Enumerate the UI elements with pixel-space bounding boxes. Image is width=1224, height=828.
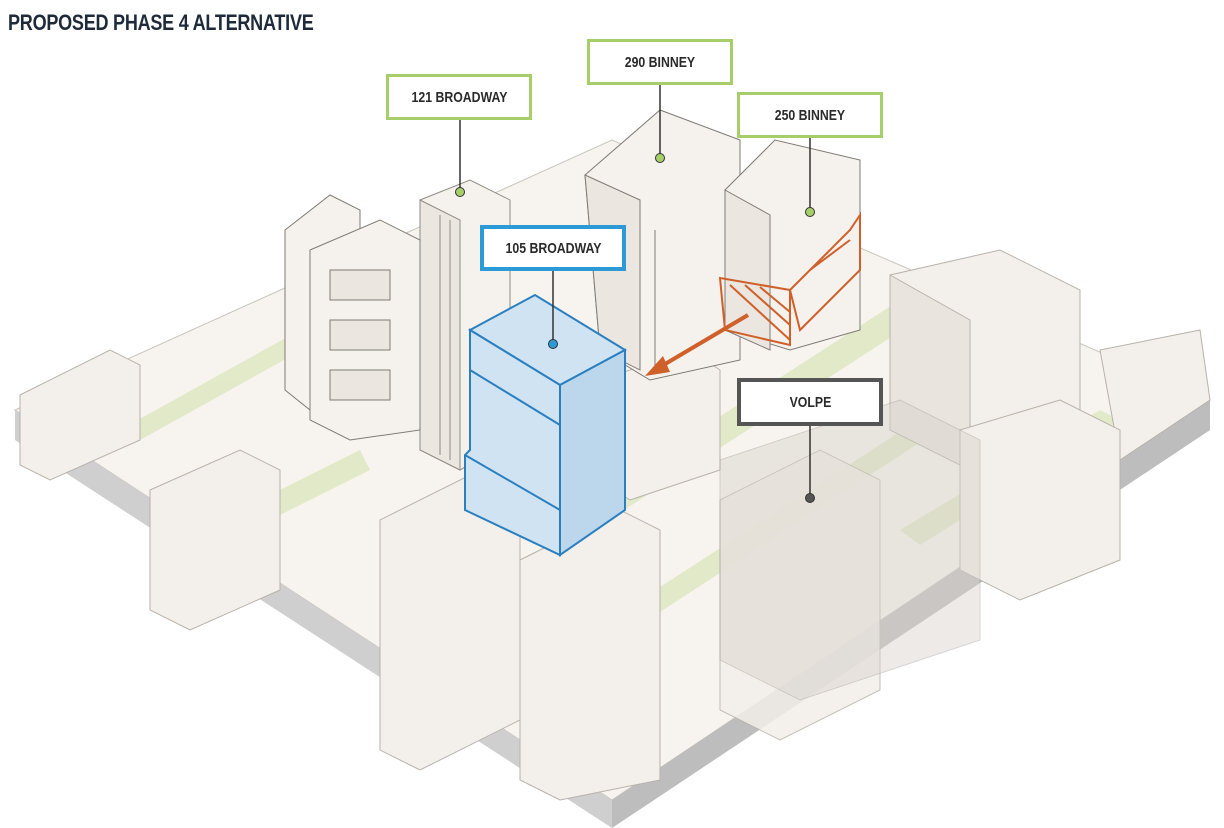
label-volpe: VOLPE [737,378,883,426]
label-290-binney: 290 BINNEY [587,39,733,85]
leader-105-broadway [548,270,558,349]
leader-volpe [805,425,815,503]
tower-left-slab [284,194,421,441]
leader-250-binney [805,138,815,217]
page-title: PROPOSED PHASE 4 ALTERNATIVE [8,10,314,35]
leader-121-broadway [455,120,465,197]
leader-290-binney [655,85,665,163]
label-121-broadway: 121 BROADWAY [386,74,532,120]
relocation-arrow [645,313,750,376]
relocated-program-outline [718,211,861,347]
context-buildings [19,249,1211,801]
label-250-binney: 250 BINNEY [737,92,883,138]
label-105-broadway: 105 BROADWAY [480,225,626,271]
tower-105-broadway [464,293,628,557]
tower-290-binney [584,109,741,381]
volpe-massing [719,399,981,701]
